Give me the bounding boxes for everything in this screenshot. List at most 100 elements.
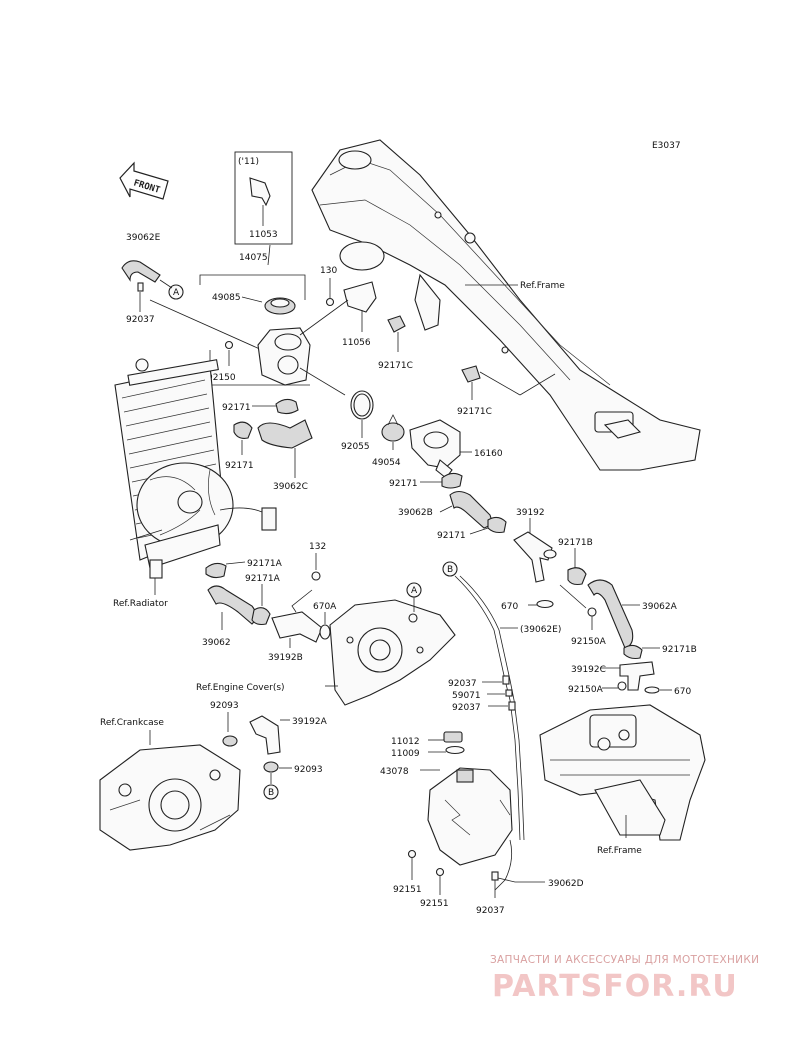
label-92171-d: 92171 [437, 531, 466, 541]
oring-670-a [536, 599, 554, 609]
label-92151-a: 92151 [393, 885, 422, 895]
label-11009: 11009 [391, 749, 420, 759]
label-39062C: 39062C [273, 482, 308, 492]
bolt-132 [311, 571, 321, 581]
clamp-92171-c [441, 472, 463, 489]
callout-A-top [168, 284, 184, 300]
hose-39062 [207, 585, 257, 625]
oring-92093-a [222, 735, 238, 747]
callout-B-top-label: A [411, 586, 418, 596]
ref-frame-top: Ref.Frame [520, 281, 565, 291]
label-59071: 59071 [452, 691, 481, 701]
pipe-39192B [271, 611, 323, 643]
label-14075: 14075 [239, 253, 268, 263]
label-39062E: 39062E [126, 233, 161, 243]
clip-92037-b [502, 675, 510, 685]
callout-A-bottom [442, 561, 458, 577]
engine-cover-drawing [329, 599, 456, 706]
inset-year: ('11) [238, 157, 259, 167]
diagram-code: E3037 [652, 141, 681, 151]
label-16160: 16160 [474, 449, 503, 459]
clip-92037 [137, 282, 144, 292]
callout-B-bottom-label: B [268, 788, 274, 798]
label-92171-c: 92171 [389, 479, 418, 489]
inset-part-label: 11053 [249, 230, 278, 240]
clip-92037-c [508, 701, 516, 711]
clip-92037-d [491, 871, 499, 881]
joint-39192C [619, 661, 655, 691]
clamp-92171B-b [623, 644, 643, 660]
pipe-39192 [513, 531, 553, 583]
hose-39062C [257, 419, 313, 449]
bolt-92150 [224, 340, 234, 350]
clamp-92171C-b [461, 365, 481, 383]
label-92037-top: 92037 [126, 315, 155, 325]
bracket-11056 [343, 281, 377, 313]
label-49054: 49054 [372, 458, 401, 468]
label-39062B: 39062B [398, 508, 433, 518]
oring-670A [319, 624, 331, 640]
watermark-brand: PARTSFOR.RU [492, 969, 738, 1004]
label-670-b: 670 [674, 687, 691, 697]
bolt-92151-b [435, 867, 445, 877]
label-92037-b: 92037 [448, 679, 477, 689]
label-39062: 39062 [202, 638, 231, 648]
label-92037-d: 92037 [476, 906, 505, 916]
label-132: 132 [309, 542, 326, 552]
label-43078: 43078 [380, 767, 409, 777]
label-92150: 92150 [207, 373, 236, 383]
label-92037-c: 92037 [452, 703, 481, 713]
label-670-a: 670 [501, 602, 518, 612]
hose-39062E [121, 260, 161, 283]
frame-lower-drawing [539, 704, 706, 841]
label-11012: 11012 [391, 737, 420, 747]
watermark-tagline: ЗАПЧАСТИ И АКСЕССУАРЫ ДЛЯ МОТОТЕХНИКИ [490, 954, 759, 966]
radiator-drawing [114, 358, 277, 579]
pipe-39192A [249, 715, 281, 755]
clamp-92171B-a [567, 567, 587, 586]
label-130: 130 [320, 266, 337, 276]
oring-670-b [644, 686, 660, 694]
ref-frame-bottom: Ref.Frame [597, 846, 642, 856]
label-92171-b: 92171 [225, 461, 254, 471]
clamp-92171A-a [205, 562, 227, 579]
label-39062D: 39062D [548, 879, 584, 889]
bracket-icon [249, 177, 271, 207]
label-92093-a: 92093 [210, 701, 239, 711]
ref-radiator: Ref.Radiator [113, 599, 168, 609]
label-11056: 11056 [342, 338, 371, 348]
thermostat-49054 [381, 422, 405, 442]
callout-A-top-label: A [173, 288, 180, 298]
label-92055: 92055 [341, 442, 370, 452]
callout-B-bottom [263, 784, 279, 800]
inset-box: ('11) 11053 [234, 151, 293, 245]
label-92151-b: 92151 [420, 899, 449, 909]
label-670A: 670A [313, 602, 337, 612]
bolt-92150A-a [587, 607, 597, 617]
crankcase-drawing [99, 744, 241, 851]
clamp-92171-d [487, 516, 507, 534]
ref-engine-cover: Ref.Engine Cover(s) [196, 683, 285, 693]
label-92171B-a: 92171B [558, 538, 593, 548]
callout-A-bottom-label: B [447, 565, 453, 575]
hose-39062A [587, 579, 634, 649]
label-92150A-a: 92150A [571, 637, 607, 647]
label-39192: 39192 [516, 508, 545, 518]
label-92171C-b: 92171C [457, 407, 492, 417]
label-39192B: 39192B [268, 653, 303, 663]
oring-92093-b [263, 761, 279, 773]
hose-39062B [449, 490, 492, 529]
cap-11012 [443, 731, 463, 743]
label-49085: 49085 [212, 293, 241, 303]
label-39062A: 39062A [642, 602, 678, 612]
bolt-92151-a [407, 849, 417, 859]
clamp-92171C-a [387, 315, 406, 333]
label-92171-a: 92171 [222, 403, 251, 413]
bolt-92150A-b [617, 681, 627, 691]
label-92171A-a: 92171A [247, 559, 283, 569]
label-92150A-b: 92150A [568, 685, 604, 695]
label-92171C-a: 92171C [378, 361, 413, 371]
label-92171B-b: 92171B [662, 645, 697, 655]
